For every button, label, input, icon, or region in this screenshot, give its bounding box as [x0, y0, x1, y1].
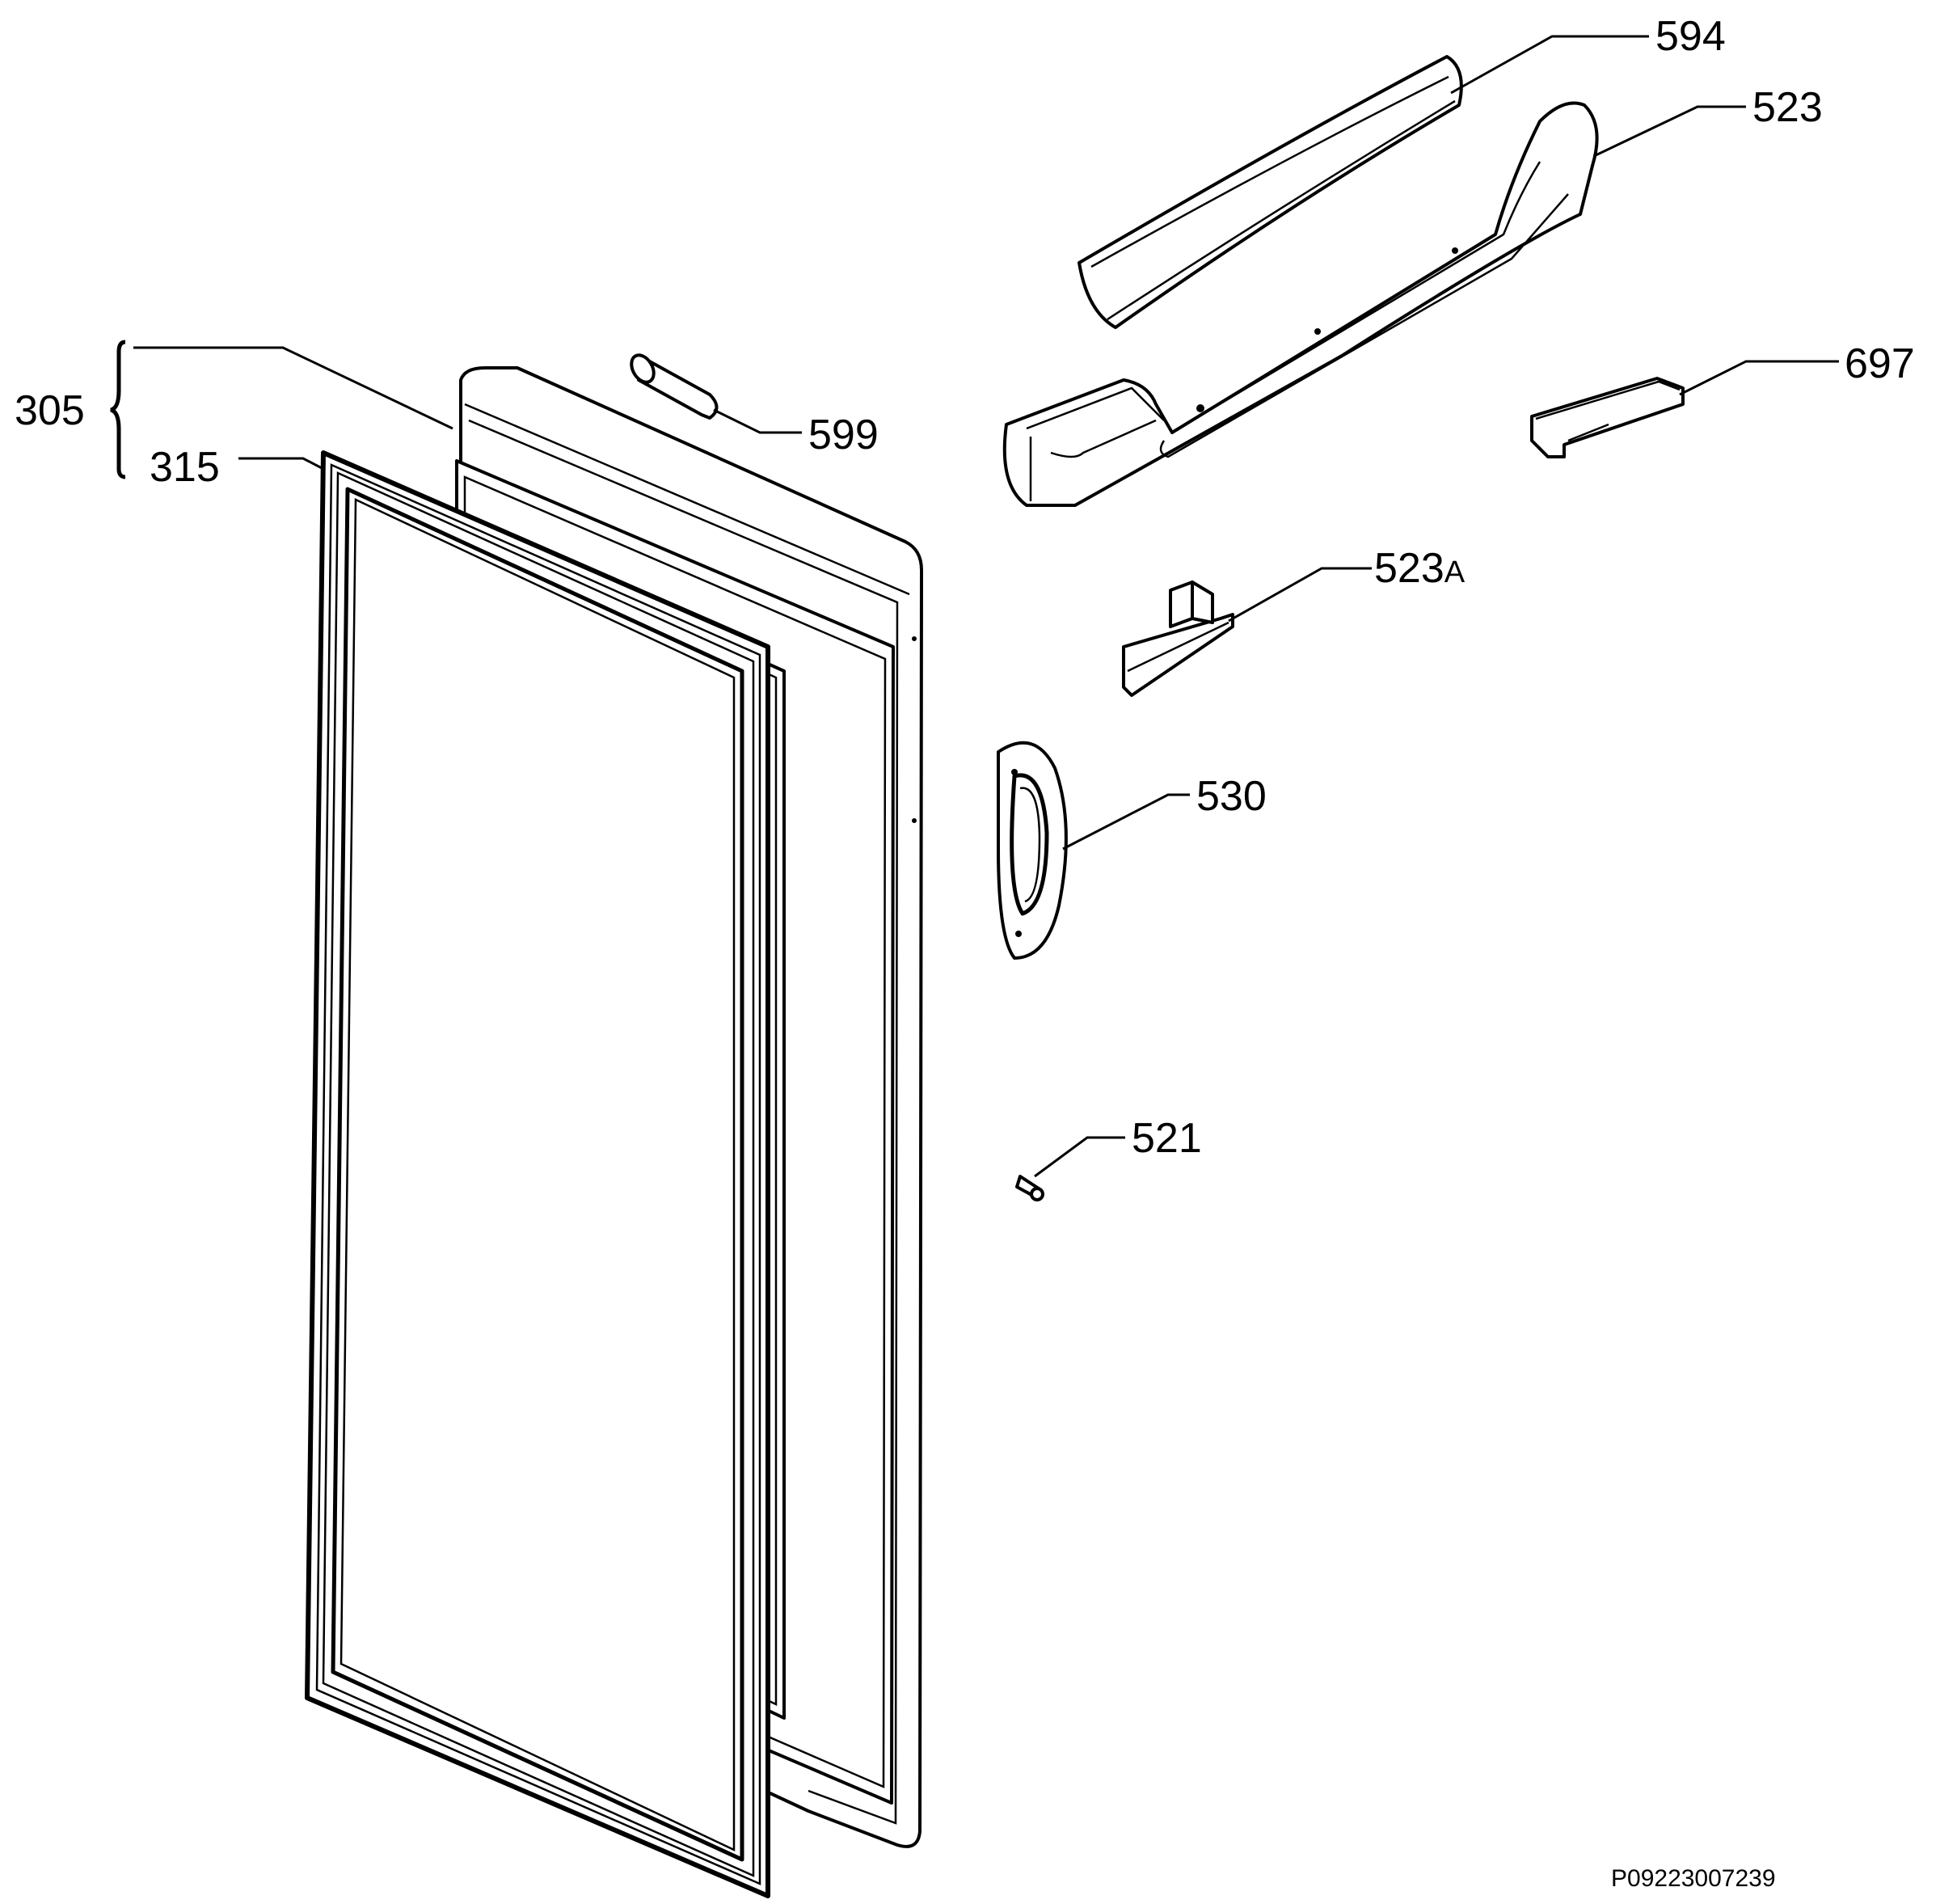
part-530-plate — [997, 741, 1068, 960]
label-315: 315 — [150, 444, 220, 491]
part-523a-clip — [1122, 580, 1234, 697]
label-305: 305 — [15, 387, 85, 434]
drawing-code: P09223007239 — [1611, 1865, 1776, 1892]
part-599-cylinder — [630, 353, 719, 420]
label-599: 599 — [808, 412, 879, 458]
label-530: 530 — [1196, 773, 1267, 820]
label-523a-number: 523 — [1374, 545, 1444, 592]
part-523-handle — [1002, 101, 1599, 507]
label-697: 697 — [1845, 340, 1915, 387]
label-521: 521 — [1132, 1115, 1202, 1162]
label-594: 594 — [1655, 13, 1726, 60]
part-521-screw — [1015, 1175, 1044, 1201]
label-523a: 523A — [1374, 545, 1466, 592]
part-594-handle-cover — [1078, 55, 1463, 329]
part-697-bracket — [1530, 377, 1685, 458]
part-315-gasket — [305, 450, 770, 1898]
label-523: 523 — [1752, 84, 1823, 131]
label-523a-suffix: A — [1444, 555, 1466, 589]
leader-lines — [110, 35, 1839, 1178]
